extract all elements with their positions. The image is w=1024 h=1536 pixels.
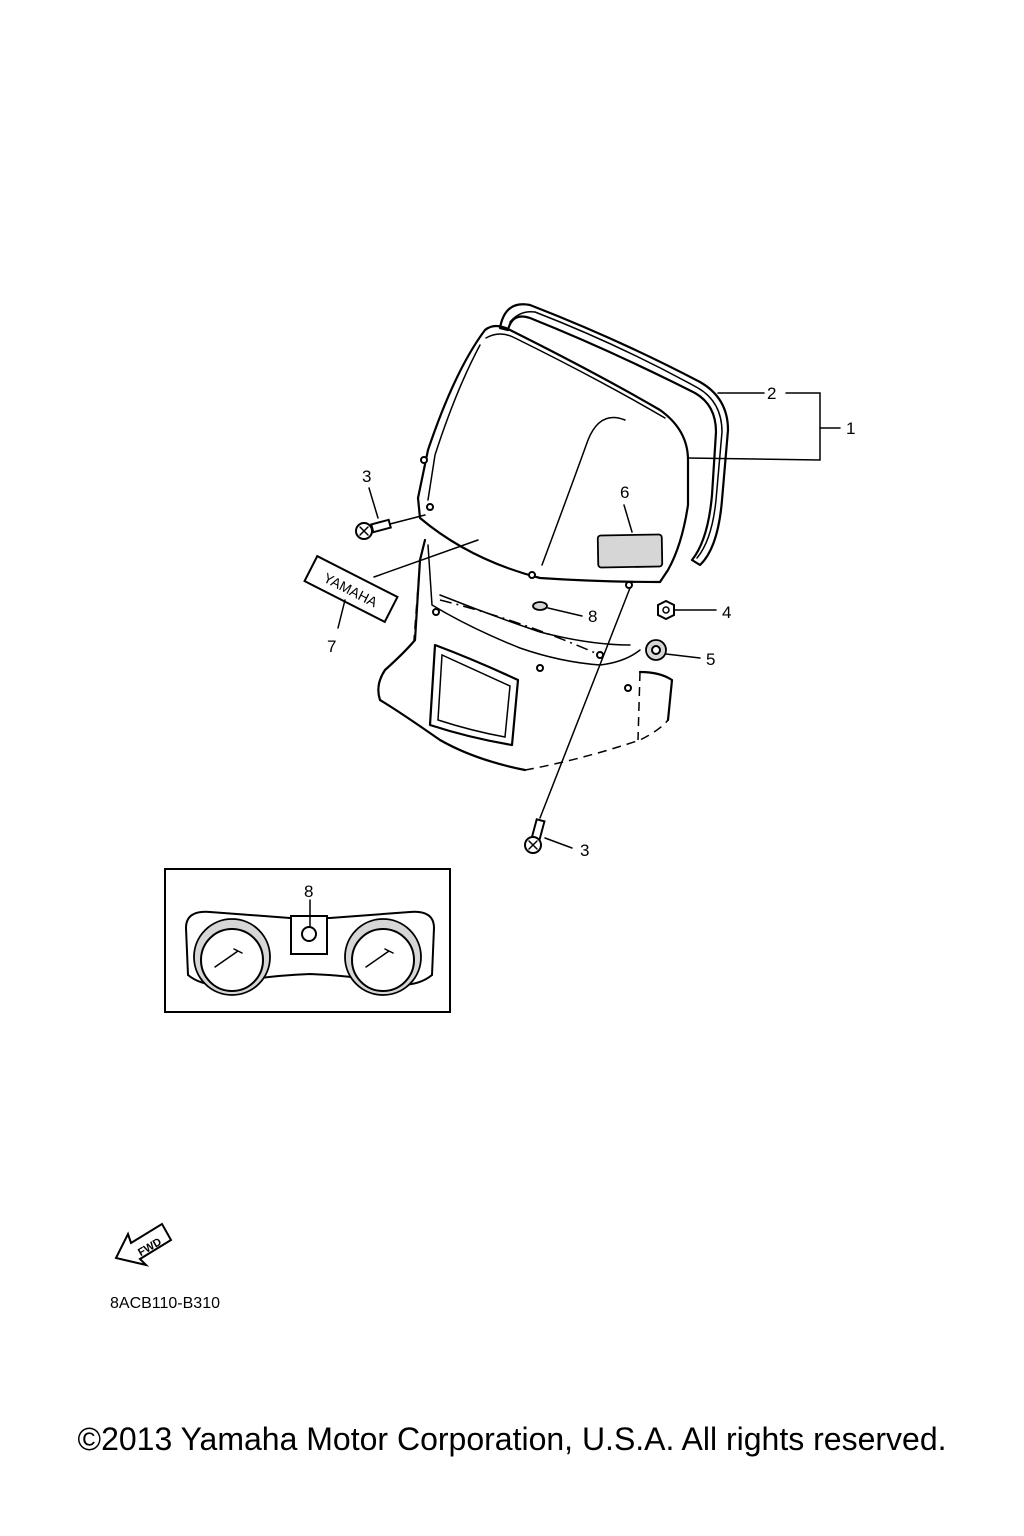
- fwd-arrow-icon: FWD: [114, 1222, 173, 1267]
- callout-3-upper: 3: [362, 467, 371, 486]
- bolt-upper: [355, 514, 426, 540]
- bolt-lower: [524, 587, 631, 854]
- warning-label: [596, 533, 664, 569]
- callout-6: 6: [620, 483, 629, 502]
- washer: [645, 639, 667, 661]
- front-cowling: [377, 538, 674, 772]
- copyright-notice: ©2013 Yamaha Motor Corporation, U.S.A. A…: [77, 1421, 946, 1457]
- diagram-code: 8ACB110-B310: [110, 1295, 220, 1312]
- windshield: [416, 324, 690, 589]
- yamaha-decal: YAMAHA: [303, 554, 399, 624]
- callout-3-lower: 3: [580, 841, 589, 860]
- nut: [657, 599, 675, 621]
- inset-callout-8: 8: [304, 882, 313, 901]
- callout-5: 5: [706, 650, 715, 669]
- leader-lines: [337, 392, 841, 849]
- callout-7: 7: [327, 637, 336, 656]
- callout-1: 1: [846, 419, 855, 438]
- callout-4: 4: [722, 603, 731, 622]
- callout-8: 8: [588, 607, 597, 626]
- inset-gauges: [164, 868, 451, 1013]
- callout-2: 2: [767, 384, 776, 403]
- windshield-seal: [498, 303, 730, 567]
